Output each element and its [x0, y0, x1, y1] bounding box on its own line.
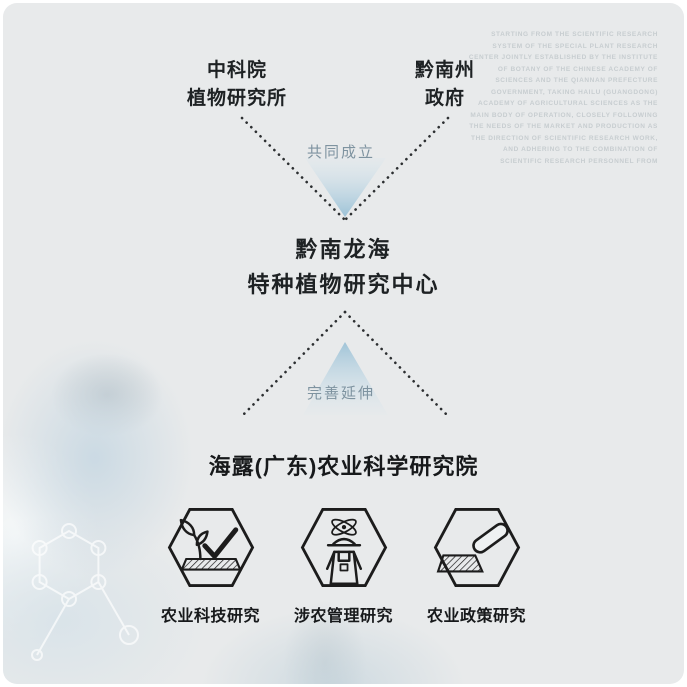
watermark-line: CENTER JOINTLY ESTABLISHED BY THE INSTIT…: [468, 54, 658, 61]
research-area-label: 农业科技研究: [160, 608, 260, 625]
research-area-label: 农业政策研究: [426, 608, 526, 625]
org-name-line: 中科院: [206, 60, 267, 81]
watermark-line: GOVERNMENT, TAKING HAILU (GUANGDONG): [490, 88, 658, 96]
watermark-line: SYSTEM OF THE SPECIAL PLANT RESEARCH: [492, 42, 658, 50]
connector-lines: [239, 116, 451, 419]
watermark-line: SCIENTIFIC RESEARCH PERSONNEL FROM: [500, 157, 658, 165]
watermark-line: ACADEMY OF AGRICULTURAL SCIENCES AS THE: [477, 100, 658, 107]
watermark-text: STARTING FROM THE SCIENTIFIC RESEARCH SY…: [469, 29, 658, 167]
extend-label: 完善延伸: [306, 385, 375, 402]
molecule-decoration: [31, 523, 139, 661]
center-org-name: 黔南龙海 特种植物研究中心: [3, 232, 684, 302]
research-areas: 农业科技研究 涉农管理研究: [3, 505, 684, 626]
card-background: STARTING FROM THE SCIENTIFIC RESEARCH SY…: [3, 3, 684, 684]
watermark-line: AND ADHERING TO THE COMBINATION OF: [503, 146, 658, 153]
merge-gradient-triangle: [305, 158, 386, 217]
farmer-atom-icon: [300, 508, 387, 587]
org-name-line: 政府: [424, 88, 465, 109]
stamp-splash-icon: [433, 508, 520, 587]
extend-connector: [239, 310, 451, 419]
research-area-policy: 农业政策研究: [410, 505, 543, 626]
research-area-agritech: 农业科技研究: [144, 505, 277, 626]
merge-connector: [240, 116, 450, 222]
watermark-line: THE DIRECTION OF SCIENTIFIC RESEARCH WOR…: [471, 134, 658, 142]
watermark-line: SCIENCES AND THE QIANNAN PREFECTURE: [495, 77, 658, 84]
org-cas-botany: 中科院 植物研究所: [137, 57, 337, 113]
watermark-line: MAIN BODY OF OPERATION, CLOSELY FOLLOWIN…: [470, 111, 658, 119]
merge-label: 共同成立: [306, 144, 375, 161]
org-name-line: 黔南州: [414, 60, 475, 81]
institute-title: 海露(广东)农业科学研究院: [208, 454, 479, 479]
watermark-line: THE NEEDS OF THE MARKET AND PRODUCTION A…: [469, 123, 658, 130]
research-area-management: 涉农管理研究: [277, 505, 410, 626]
org-qiannan-gov: 黔南州 政府: [345, 57, 545, 113]
watermark-line: OF BOTANY OF THE CHINESE ACADEMY OF: [497, 65, 658, 73]
watermark-line: STARTING FROM THE SCIENTIFIC RESEARCH: [491, 31, 658, 38]
center-org-line: 黔南龙海: [295, 237, 392, 262]
research-area-label: 涉农管理研究: [293, 608, 393, 625]
center-org-line: 特种植物研究中心: [247, 272, 440, 297]
sprout-check-icon: [167, 508, 254, 587]
org-name-line: 植物研究所: [186, 88, 287, 109]
extend-gradient-triangle: [303, 342, 388, 415]
